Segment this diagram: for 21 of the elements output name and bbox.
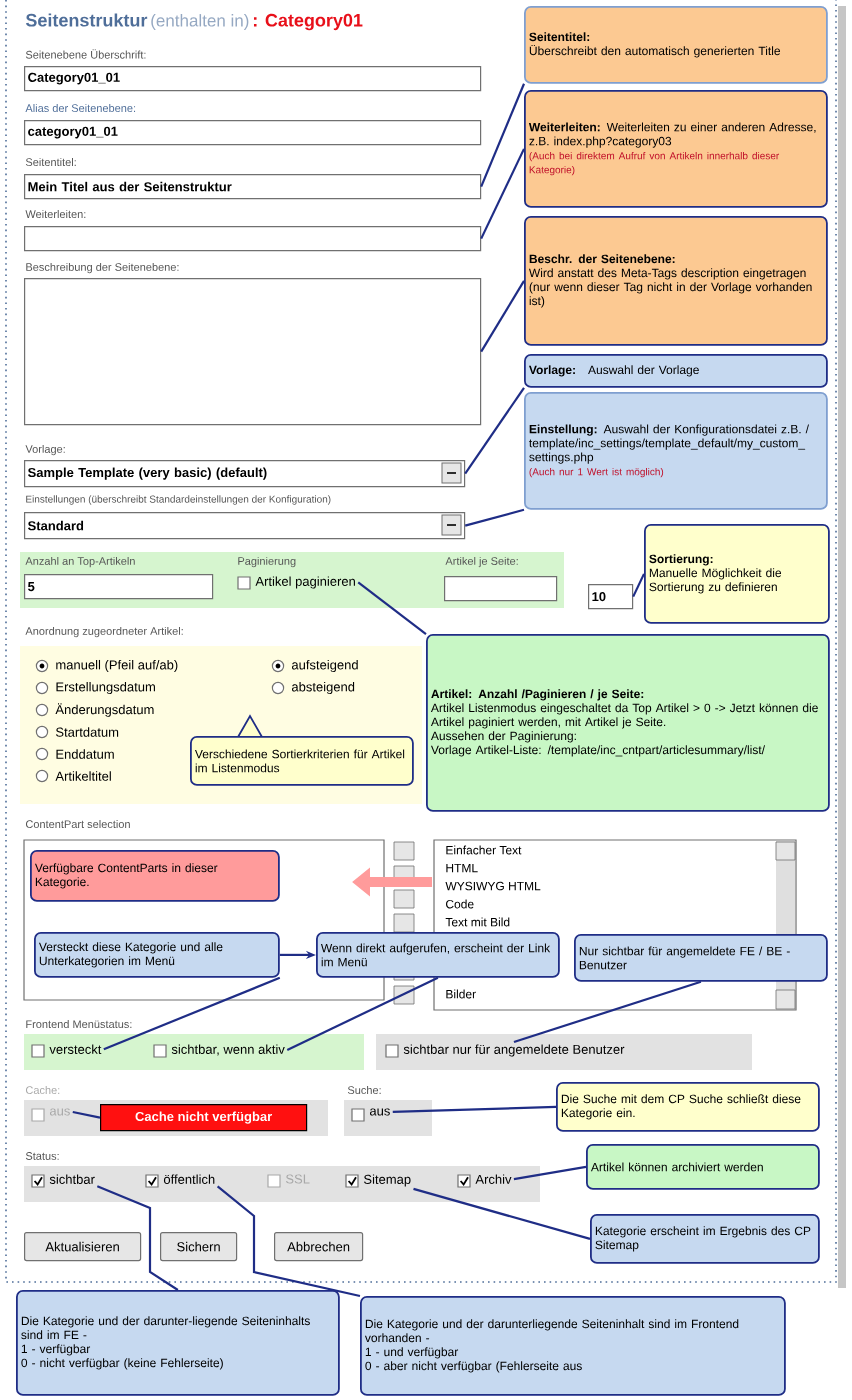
leader-line — [413, 1187, 591, 1240]
leader-line — [464, 508, 525, 527]
leader-line — [464, 387, 525, 475]
input-field — [444, 576, 558, 602]
leader-line — [513, 1165, 587, 1181]
leader-line — [103, 976, 281, 1051]
title-text: Seitenstruktur — [25, 13, 148, 27]
leader-line — [357, 581, 427, 635]
leader-line — [72, 1110, 101, 1119]
leader-line — [96, 1185, 179, 1291]
leader-line — [480, 280, 525, 353]
leader-line — [480, 83, 525, 188]
title-text: (enthalten in) — [151, 14, 249, 30]
text-area — [24, 278, 482, 426]
input-field — [24, 226, 482, 252]
leader-line — [480, 148, 525, 240]
leader-line — [632, 573, 645, 598]
title-text: : Category01 — [254, 13, 363, 31]
leader-line — [513, 980, 702, 1044]
leader-line — [392, 1105, 557, 1114]
leader-line — [216, 1185, 361, 1298]
